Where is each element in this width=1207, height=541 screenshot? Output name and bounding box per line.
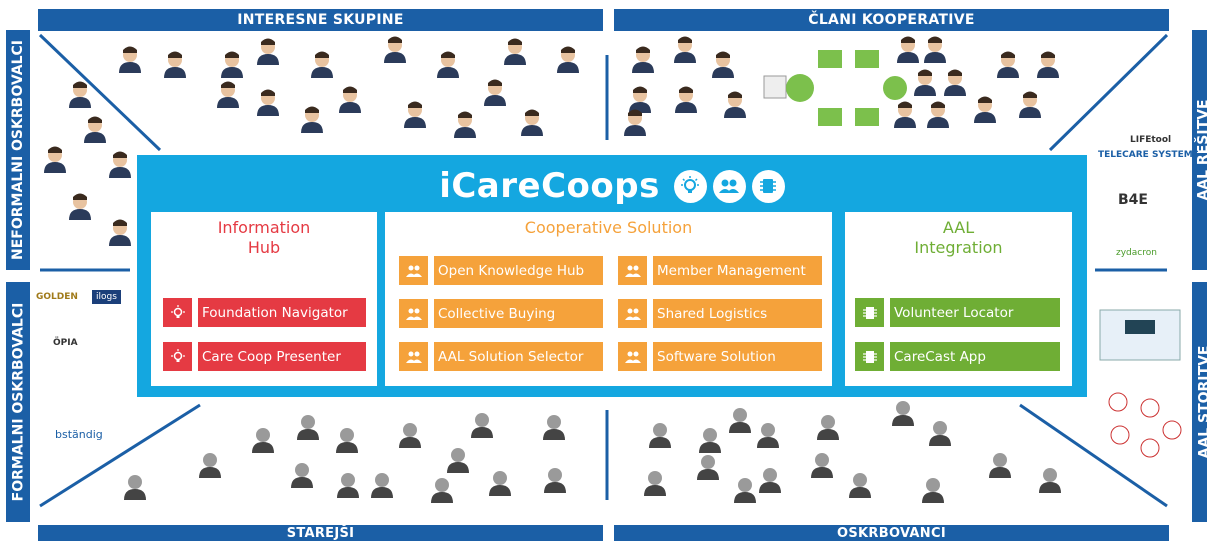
collective-buying-label: Collective Buying (434, 299, 603, 328)
people-icon (712, 169, 746, 203)
care-coop-presenter-button[interactable]: Care Coop Presenter (163, 342, 366, 371)
foundation-navigator-label: Foundation Navigator (198, 298, 366, 327)
band-bottom-right: OSKRBOVANCI (614, 525, 1169, 541)
cooperative-solution-panel: Cooperative Solution Open Knowledge Hub … (385, 212, 832, 386)
aal-integration-title-line1: AAL (942, 218, 975, 237)
band-right-top: AAL REŠITVE (1192, 30, 1207, 270)
people-icon (618, 256, 647, 285)
band-bottom-left: STAREJŠI (38, 525, 603, 541)
band-right-bottom: AAL STORITVE (1192, 282, 1207, 522)
band-top-right: ČLANI KOOPERATIVE (614, 9, 1169, 31)
icarecoops-platform: iCareCoops Information Hub (137, 155, 1087, 397)
member-management-label: Member Management (653, 256, 822, 285)
logo-opia-text: ÖPIA (53, 338, 78, 348)
logo-zydacron-text: zydacron (1116, 248, 1157, 258)
band-bottom-right-label: OSKRBOVANCI (837, 525, 946, 541)
band-bottom-left-label: STAREJŠI (286, 525, 355, 541)
service-diagram-graphic (1099, 309, 1182, 458)
member-management-button[interactable]: Member Management (618, 256, 822, 285)
information-hub-panel: Information Hub Foundation Navigator Car… (151, 212, 377, 386)
logo-ilogs-text: ilogs (96, 292, 117, 302)
volunteer-locator-label: Volunteer Locator (890, 298, 1060, 327)
collective-buying-button[interactable]: Collective Buying (399, 299, 603, 328)
shared-logistics-button[interactable]: Shared Logistics (618, 299, 822, 328)
band-top-right-label: ČLANI KOOPERATIVE (808, 12, 975, 28)
people-icon (618, 342, 647, 371)
open-knowledge-hub-label: Open Knowledge Hub (434, 256, 603, 285)
aal-integration-panel: AAL Integration Volunteer Locator CareCa… (845, 212, 1072, 386)
people-icon (399, 299, 428, 328)
logo-opia: ÖPIA (53, 338, 78, 348)
care-coop-presenter-label: Care Coop Presenter (198, 342, 366, 371)
people-icon (399, 256, 428, 285)
logo-b4e-text: B4E (1118, 192, 1148, 208)
information-hub-title-line1: Information (217, 218, 311, 237)
logo-bstandig-text: bständig (55, 428, 103, 441)
aal-solution-selector-label: AAL Solution Selector (434, 342, 603, 371)
shared-logistics-label: Shared Logistics (653, 299, 822, 328)
lightbulb-icon (673, 169, 707, 203)
open-knowledge-hub-button[interactable]: Open Knowledge Hub (399, 256, 603, 285)
information-hub-title: Information Hub (151, 218, 377, 258)
band-top-left-label: INTERESNE SKUPINE (237, 12, 404, 28)
platform-title: iCareCoops (439, 166, 660, 206)
chip-icon (855, 342, 884, 371)
volunteer-locator-button[interactable]: Volunteer Locator (855, 298, 1060, 327)
logo-bstandig: bständig (55, 428, 103, 441)
logo-b4e: B4E (1118, 192, 1148, 208)
software-solution-button[interactable]: Software Solution (618, 342, 822, 371)
carecast-app-label: CareCast App (890, 342, 1060, 371)
care-receiver-people (644, 401, 1061, 503)
elderly-people (124, 413, 566, 503)
foundation-navigator-button[interactable]: Foundation Navigator (163, 298, 366, 327)
lightbulb-icon (163, 342, 192, 371)
chip-icon (751, 169, 785, 203)
carecast-app-button[interactable]: CareCast App (855, 342, 1060, 371)
logo-lifetool-text: LIFEtool (1130, 135, 1172, 145)
cooperative-solution-title: Cooperative Solution (524, 218, 693, 237)
process-flow-graphic (763, 50, 907, 126)
lightbulb-icon (163, 298, 192, 327)
logo-telecare-text: TELECARE SYSTEMS (1098, 150, 1200, 160)
logo-golden: GOLDEN (36, 292, 78, 302)
people-icon (618, 299, 647, 328)
software-solution-label: Software Solution (653, 342, 822, 371)
logo-lifetool: LIFEtool (1130, 135, 1171, 145)
information-hub-title-line2: Hub (247, 238, 281, 257)
chip-icon (855, 298, 884, 327)
band-left-top: NEFORMALNI OSKRBOVALCI (6, 30, 30, 270)
platform-header: iCareCoops (137, 163, 1087, 209)
aal-integration-title: AAL Integration (845, 218, 1072, 258)
logo-golden-text: GOLDEN (36, 292, 78, 302)
platform-icons (673, 169, 785, 203)
people-icon (399, 342, 428, 371)
band-left-bottom: FORMALNI OSKRBOVALCI (6, 282, 30, 522)
logo-ilogs: ilogs (92, 290, 121, 304)
logo-zydacron: zydacron (1116, 248, 1157, 258)
aal-solution-selector-button[interactable]: AAL Solution Selector (399, 342, 603, 371)
aal-integration-title-line2: Integration (914, 238, 1003, 257)
logo-telecare: TELECARE SYSTEMS (1098, 150, 1199, 160)
band-top-left: INTERESNE SKUPINE (38, 9, 603, 31)
